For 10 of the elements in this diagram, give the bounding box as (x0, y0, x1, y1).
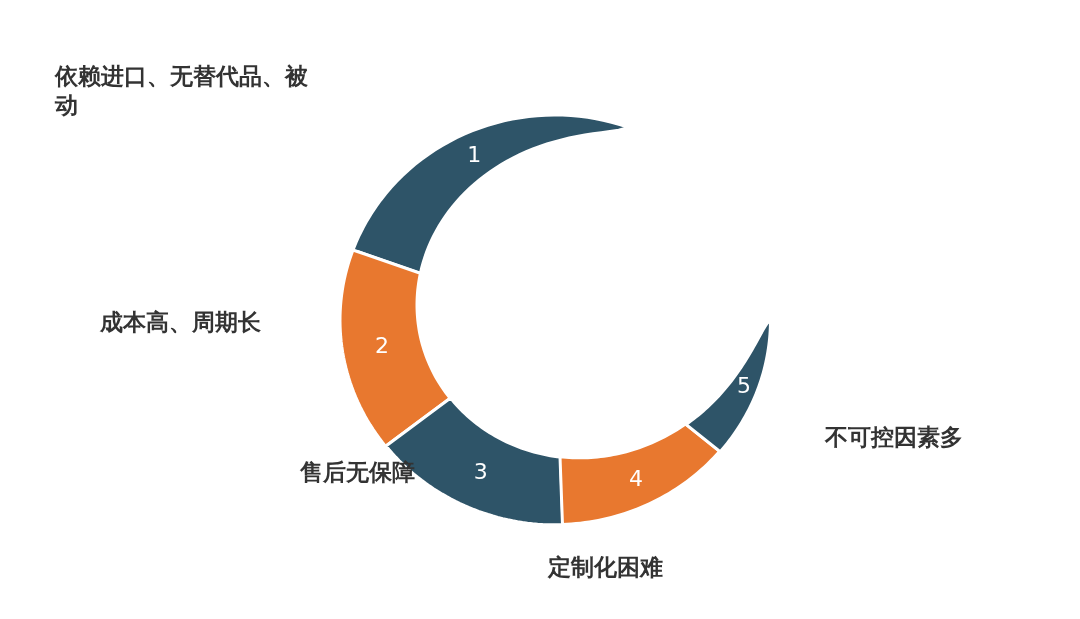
step-description: 成本高、周期长 (100, 308, 261, 337)
step-number: 5 (736, 374, 751, 397)
step-description: 定制化困难 (548, 553, 663, 582)
step-description: 售后无保障 (300, 458, 415, 487)
step-number: 2 (374, 335, 389, 358)
step-number: 3 (473, 460, 488, 483)
step-number: 4 (629, 467, 644, 490)
step-description: 依赖进口、无替代品、被动 (55, 62, 309, 120)
step-number: 1 (467, 144, 482, 166)
step-description: 不可控因素多 (825, 423, 963, 452)
